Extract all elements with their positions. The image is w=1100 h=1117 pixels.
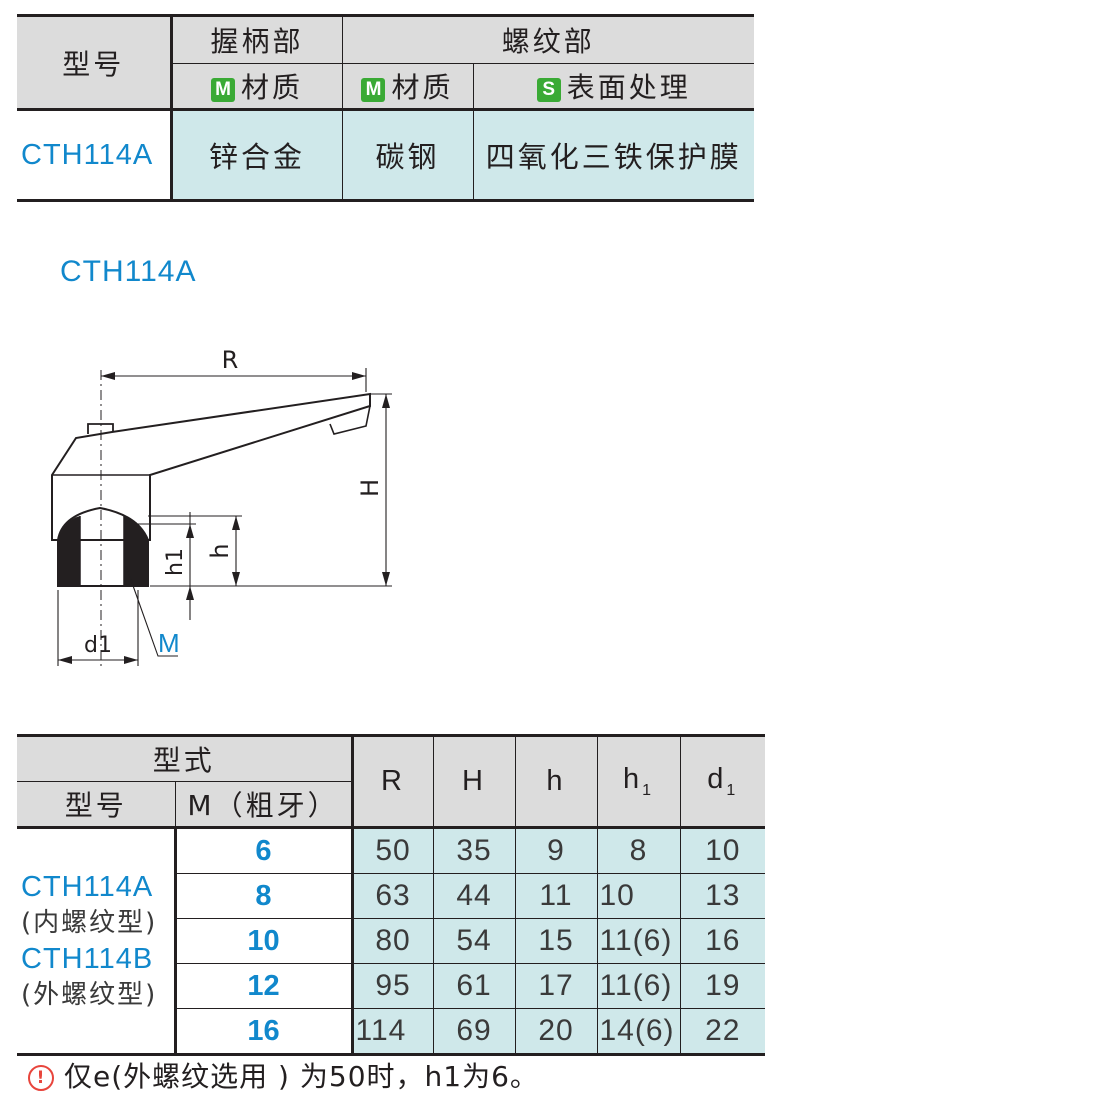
value-h: 69 [432, 1008, 516, 1056]
value-r: 114 [350, 1008, 434, 1056]
handle-drawing: R H h h1 d1 M [51, 346, 392, 670]
r-arrow-right [352, 372, 366, 380]
footnote: ! 仅e(外螺纹选用 ) 为50时，h1为6。 [28, 1055, 539, 1095]
d1-arrow-right [124, 656, 138, 664]
h1-arrow-bottom [186, 586, 194, 600]
table-row: CTH114A (内螺纹型) CTH114B (外螺纹型) 6 50 35 9 … [17, 827, 765, 1056]
header-d1-main: d [707, 763, 727, 796]
value-h: 44 [432, 873, 516, 919]
model-b: CTH114B [21, 943, 154, 975]
dimension-table: 型式 R H h h1 d1 型号 M（粗牙） CTH114A (内螺纹型) C… [17, 734, 765, 1056]
row-thread-material: 碳钢 [341, 109, 474, 202]
r-arrow-left [101, 372, 115, 380]
header-h: H [432, 734, 516, 829]
value-d1: 19 [679, 963, 765, 1009]
table-row: 10 80 54 15 11(6) 16 [17, 918, 765, 964]
value-d1: 16 [679, 918, 765, 964]
value-h1: 8 [596, 827, 681, 874]
label-d1: d1 [84, 633, 112, 658]
value-small-h: 11 [514, 873, 598, 919]
value-h1: 11(6) [596, 918, 681, 964]
diagram-title: CTH114A [60, 255, 197, 288]
label-m: M [158, 628, 180, 658]
table-row: 12 95 61 17 11(6) 19 [17, 963, 765, 1009]
m-size: 6 [174, 827, 353, 874]
row-model: CTH114A [17, 108, 173, 202]
label-h-upper: H [356, 479, 384, 497]
value-h: 54 [432, 918, 516, 964]
value-h: 61 [432, 963, 516, 1009]
warning-circle-icon: ! [28, 1065, 54, 1091]
m-size: 10 [174, 918, 353, 964]
small-h-arrow-bottom [232, 572, 240, 586]
m-size: 8 [174, 873, 353, 919]
footnote-text: 仅e(外螺纹选用 ) 为50时，h1为6。 [64, 1060, 539, 1093]
value-h: 35 [432, 827, 516, 874]
label-r: R [222, 346, 239, 374]
boss-fill-left [58, 516, 80, 586]
material-badge-icon: M [210, 78, 235, 102]
m-leader [125, 565, 178, 657]
surface-badge-icon: S [536, 78, 561, 102]
header-thread-section: 螺纹部 [341, 14, 754, 64]
header-grip-section: 握柄部 [170, 14, 343, 64]
header-surface-label: 表面处理 [566, 71, 691, 104]
table-row: 8 63 44 11 10 13 [17, 873, 765, 919]
m-size: 12 [174, 963, 353, 1009]
material-badge-icon: M [361, 78, 386, 102]
value-r: 95 [350, 963, 434, 1009]
header-model: 型号 [17, 14, 173, 110]
value-r: 50 [350, 827, 434, 874]
header-h1-main: h [622, 763, 643, 796]
model-a: CTH114A [21, 871, 154, 903]
table-row: 16 114 69 20 14(6) 22 [17, 1008, 765, 1056]
value-h1: 10 [596, 873, 681, 919]
header-type: 型式 [17, 734, 353, 782]
value-small-h: 17 [514, 963, 598, 1009]
header-d1: d1 [679, 734, 765, 829]
label-small-h: h [206, 543, 234, 558]
m-size: 16 [174, 1008, 353, 1056]
handle-outline [51, 392, 371, 541]
value-small-h: 9 [514, 827, 598, 874]
model-b-desc: (外螺纹型) [21, 980, 158, 1010]
header-small-h: h [514, 734, 598, 829]
header-h1: h1 [596, 734, 681, 829]
boss-fill-right [124, 516, 148, 586]
header-d1-sub: 1 [726, 781, 739, 799]
header-m-coarse: M（粗牙） [174, 781, 353, 829]
header-r: R [350, 734, 434, 829]
h-arrow-bottom [382, 572, 390, 586]
value-r: 80 [350, 918, 434, 964]
h-arrow-top [382, 394, 390, 408]
header-material-label: 材质 [240, 71, 303, 104]
value-d1: 13 [679, 873, 765, 919]
header-h1-sub: 1 [642, 781, 655, 799]
model-cell: CTH114A (内螺纹型) CTH114B (外螺纹型) [17, 827, 177, 1056]
value-d1: 22 [679, 1008, 765, 1056]
small-h-arrow-top [232, 516, 240, 530]
value-h1: 11(6) [596, 963, 681, 1009]
handle-tip [329, 405, 371, 435]
value-r: 63 [350, 873, 434, 919]
header-material-label: 材质 [391, 71, 454, 104]
row-grip-material: 锌合金 [170, 109, 343, 202]
value-d1: 10 [679, 827, 765, 874]
h1-arrow-top [186, 524, 194, 538]
header-model: 型号 [17, 781, 176, 829]
r-dim-line [101, 368, 367, 392]
label-h1: h1 [163, 548, 188, 576]
row-thread-surface: 四氧化三铁保护膜 [472, 109, 754, 202]
value-small-h: 15 [514, 918, 598, 964]
value-h1: 14(6) [596, 1008, 681, 1056]
value-small-h: 20 [514, 1008, 598, 1056]
model-a-desc: (内螺纹型) [21, 908, 158, 938]
d1-arrow-left [58, 656, 72, 664]
